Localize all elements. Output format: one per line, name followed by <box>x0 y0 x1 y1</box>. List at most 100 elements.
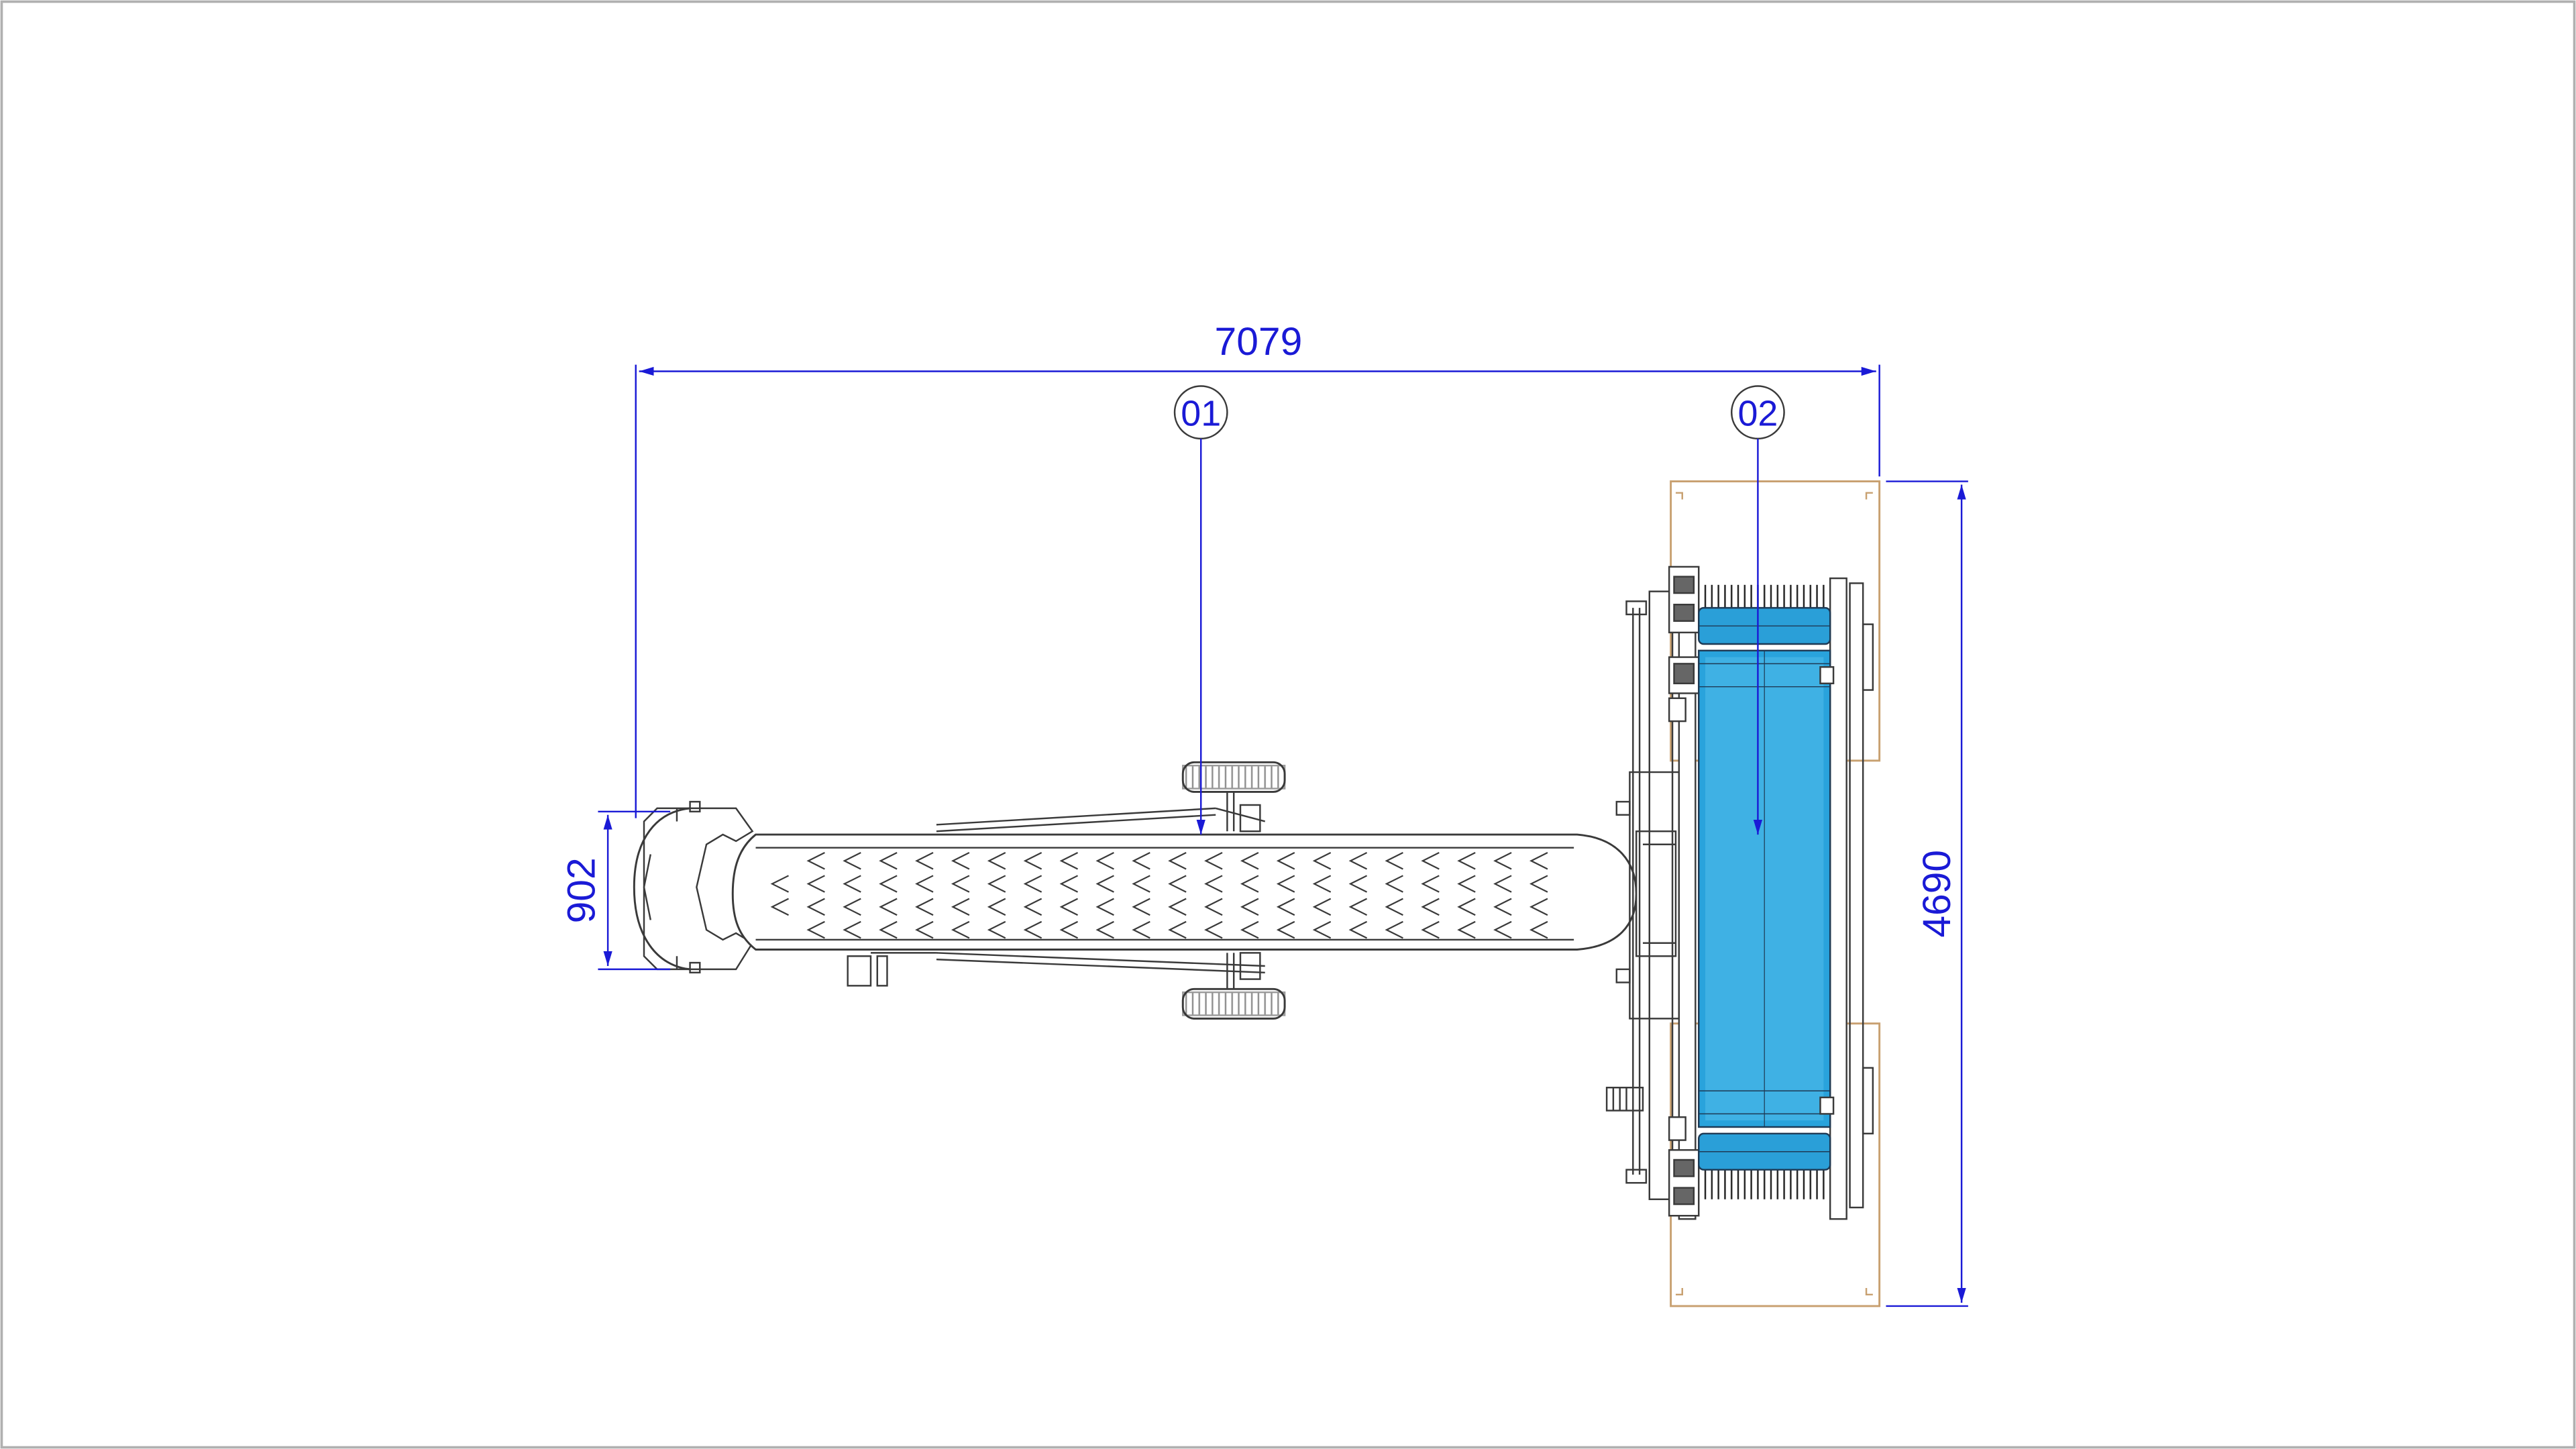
shuttle-conveyor <box>1605 480 1881 1307</box>
chevron-cleat <box>1240 898 1259 916</box>
dimension-belt-width-label: 902 <box>560 857 604 923</box>
chevron-cleat <box>915 875 934 893</box>
chevron-cleat <box>951 898 970 916</box>
drive-units <box>1668 566 1700 1217</box>
chevron-cleat <box>770 875 790 893</box>
wheel-bottom <box>1181 953 1286 1020</box>
chevron-cleat <box>1240 852 1259 870</box>
left-rail-equipment <box>1605 590 1674 1200</box>
brush-roller-top <box>1698 584 1831 645</box>
chevron-cleat <box>987 898 1006 916</box>
chevron-cleat <box>1493 898 1512 916</box>
chevron-cleat <box>951 852 970 870</box>
chevron-cleat <box>1240 920 1259 939</box>
chevron-cleat <box>1276 875 1295 893</box>
chevron-cleat <box>1240 875 1259 893</box>
chevron-cleat <box>1132 852 1150 870</box>
chevron-cleat <box>1059 898 1079 916</box>
chevron-cleat <box>1095 898 1114 916</box>
chevron-cleat <box>806 898 825 916</box>
chevron-cleat <box>1204 920 1223 939</box>
chevron-cleat <box>1023 898 1042 916</box>
chevron-cleat <box>951 920 970 939</box>
chevron-cleat <box>843 898 861 916</box>
callout-01-label: 01 <box>1181 393 1221 433</box>
chevron-cleat <box>915 852 934 870</box>
chevron-cleat <box>770 898 790 916</box>
chevron-cleat <box>1276 920 1295 939</box>
chevron-cleat <box>879 920 898 939</box>
chevron-cleat <box>879 898 898 916</box>
chevron-cleat <box>1023 875 1042 893</box>
chevron-cleat <box>1023 920 1042 939</box>
chevron-cleat <box>1529 898 1548 916</box>
chevron-cleat <box>1493 920 1512 939</box>
dimension-width-label: 4690 <box>1915 850 1959 938</box>
chevron-cleat <box>1276 852 1295 870</box>
chevron-cleat <box>1385 875 1403 893</box>
chevron-cleat <box>1132 875 1150 893</box>
chevron-cleat <box>915 920 934 939</box>
callout-02 <box>1731 385 1785 835</box>
chevron-cleat <box>1421 920 1440 939</box>
chevron-cleat <box>1059 920 1079 939</box>
chevron-cleat <box>915 898 934 916</box>
chevron-cleat <box>1312 875 1332 893</box>
chevron-cleat <box>806 875 825 893</box>
chevron-cleat <box>1529 852 1548 870</box>
chevron-cleat <box>879 852 898 870</box>
chevron-cleat <box>879 875 898 893</box>
chevron-cleat <box>1023 852 1042 870</box>
chevron-cleat <box>1168 920 1187 939</box>
chevron-cleat <box>843 875 861 893</box>
dimension-belt-width <box>598 810 671 971</box>
chevron-cleat <box>987 875 1006 893</box>
chevron-cleat <box>1457 875 1476 893</box>
chevron-cleat <box>1421 898 1440 916</box>
chevron-cleat <box>1095 920 1114 939</box>
chevron-cleat <box>1457 898 1476 916</box>
chevron-cleat <box>1493 852 1512 870</box>
chevron-cleat <box>843 920 861 939</box>
chevron-cleat <box>987 852 1006 870</box>
chevron-cleat <box>1312 920 1332 939</box>
chevron-cleat <box>806 920 825 939</box>
chevron-cleat <box>1493 875 1512 893</box>
chevron-cleat <box>1385 920 1403 939</box>
dimension-length-label: 7079 <box>1215 320 1303 364</box>
chevron-cleat <box>1168 898 1187 916</box>
chevron-cleat <box>1348 875 1368 893</box>
hopper <box>633 800 754 974</box>
chevron-cleat <box>1529 875 1548 893</box>
chevron-cleat <box>1348 920 1368 939</box>
chevron-cleat <box>1132 920 1150 939</box>
chevron-cleat <box>1529 920 1548 939</box>
callout-01 <box>1173 385 1228 835</box>
chevron-cleat <box>1059 875 1079 893</box>
chevron-cleat <box>951 875 970 893</box>
chevron-cleat <box>1421 852 1440 870</box>
chevron-cleat <box>843 852 861 870</box>
chevron-cleat <box>1457 920 1476 939</box>
chevron-cleat <box>1312 852 1332 870</box>
chevron-cleat <box>1204 852 1223 870</box>
chevron-cleat <box>1132 898 1150 916</box>
chevron-cleat <box>1421 875 1440 893</box>
frame-struts <box>847 804 1266 987</box>
wheel-top <box>1181 761 1286 832</box>
chevron-cleat <box>1457 852 1476 870</box>
chevron-cleat <box>1095 875 1114 893</box>
chevron-cleat <box>1168 875 1187 893</box>
chevron-cleat <box>1348 898 1368 916</box>
chevron-cleat <box>1276 898 1295 916</box>
chevron-cleat <box>1095 852 1114 870</box>
dimension-overall-length <box>635 364 1880 818</box>
chevron-cleat <box>1385 898 1403 916</box>
chevron-cleat <box>987 920 1006 939</box>
chevron-cleat <box>806 852 825 870</box>
chevron-cleat <box>1385 852 1403 870</box>
dimension-overall-width <box>1886 480 1968 1307</box>
inclined-conveyor <box>633 761 1680 1020</box>
